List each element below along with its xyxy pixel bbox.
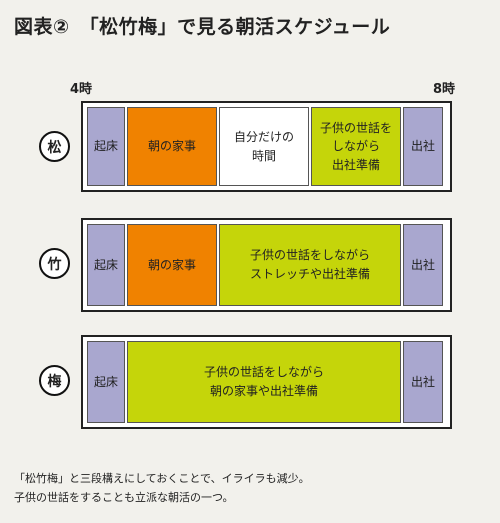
time-end-label: 8時 bbox=[433, 82, 456, 97]
segment-leave-for-work: 出社 bbox=[403, 107, 443, 186]
segment-wake-up: 起床 bbox=[87, 107, 125, 186]
segment-leave-for-work: 出社 bbox=[403, 341, 443, 423]
schedule-bar-take: 起床 朝の家事 子供の世話をしながら ストレッチや出社準備 出社 bbox=[81, 218, 452, 312]
figure-title: 図表② 「松竹梅」で見る朝活スケジュール bbox=[14, 16, 391, 38]
plan-badge-matsu: 松 bbox=[39, 131, 70, 162]
segment-housework: 朝の家事 bbox=[127, 224, 217, 306]
segment-childcare-housework-prep: 子供の世話をしながら 朝の家事や出社準備 bbox=[127, 341, 401, 423]
segment-leave-for-work: 出社 bbox=[403, 224, 443, 306]
schedule-bar-matsu: 起床 朝の家事 自分だけの 時間 子供の世話を しながら 出社準備 出社 bbox=[81, 101, 452, 192]
segment-own-time: 自分だけの 時間 bbox=[219, 107, 309, 186]
footnote: 「松竹梅」と三段構えにしておくことで、イライラも減少。 子供の世話をすることも立… bbox=[14, 472, 310, 505]
segment-childcare-prep: 子供の世話を しながら 出社準備 bbox=[311, 107, 401, 186]
segment-childcare-stretch-prep: 子供の世話をしながら ストレッチや出社準備 bbox=[219, 224, 401, 306]
time-start-label: 4時 bbox=[70, 82, 93, 97]
segment-wake-up: 起床 bbox=[87, 224, 125, 306]
segment-housework: 朝の家事 bbox=[127, 107, 217, 186]
schedule-bar-ume: 起床 子供の世話をしながら 朝の家事や出社準備 出社 bbox=[81, 335, 452, 429]
segment-wake-up: 起床 bbox=[87, 341, 125, 423]
plan-badge-take: 竹 bbox=[39, 248, 70, 279]
plan-badge-ume: 梅 bbox=[39, 365, 70, 396]
